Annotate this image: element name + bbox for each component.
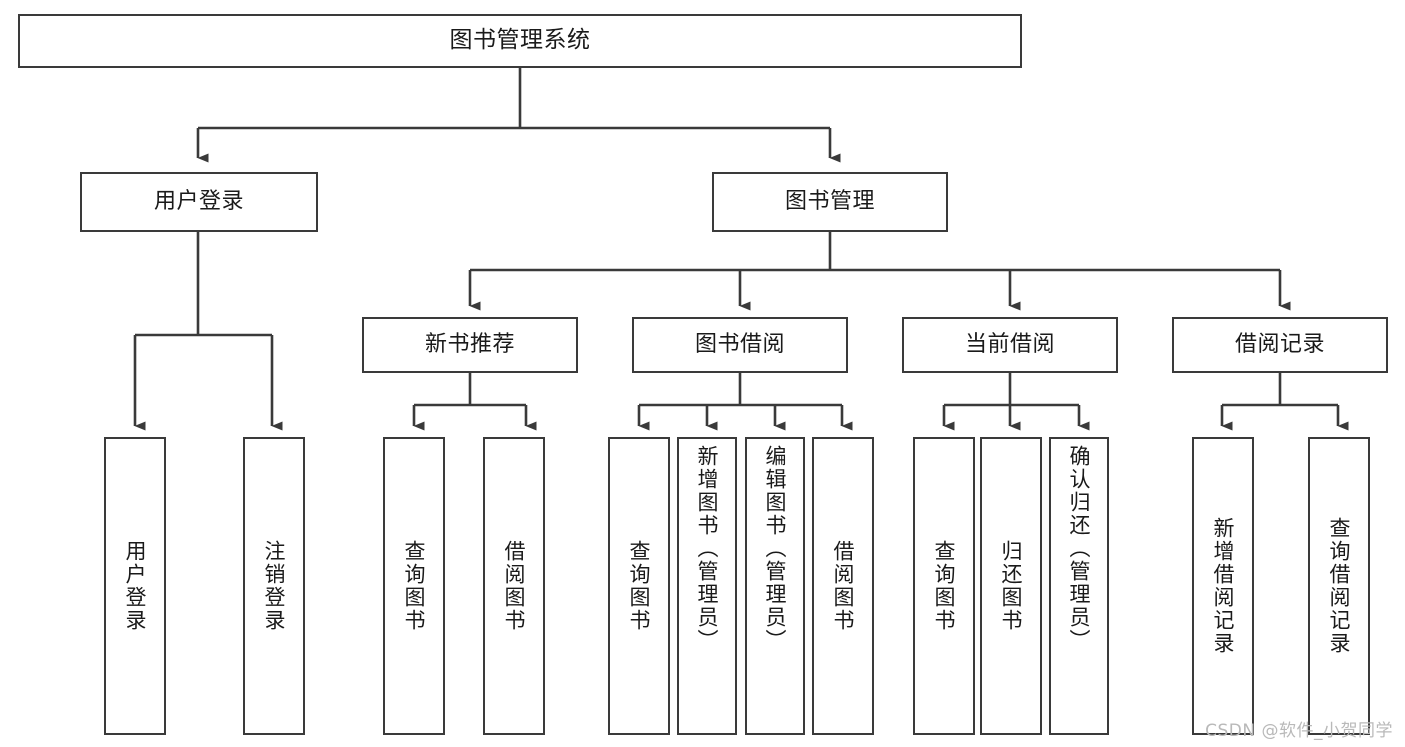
node-label: 借阅图书	[831, 540, 856, 632]
node-label: 图书借阅	[694, 332, 785, 358]
node-user-login[interactable]: 用户登录	[80, 172, 318, 232]
node-book-management[interactable]: 图书管理	[712, 172, 948, 232]
leaf-current-borrow-confirm-return-admin[interactable]: 确认归还（管理员）	[1049, 437, 1109, 735]
leaf-book-borrow-add-book-admin[interactable]: 新增图书（管理员）	[677, 437, 737, 735]
node-label: 查询借阅记录	[1327, 517, 1352, 655]
leaf-current-borrow-query-book[interactable]: 查询图书	[913, 437, 975, 735]
node-label: 当前借阅	[964, 332, 1055, 358]
leaf-book-borrow-edit-book-admin[interactable]: 编辑图书（管理员）	[745, 437, 805, 735]
leaf-borrow-record-add-record[interactable]: 新增借阅记录	[1192, 437, 1254, 735]
node-root-system[interactable]: 图书管理系统	[18, 14, 1022, 68]
leaf-book-borrow-query-book[interactable]: 查询图书	[608, 437, 670, 735]
node-label: 查询图书	[627, 540, 652, 632]
node-label: 新增图书（管理员）	[695, 445, 720, 652]
node-label: 编辑图书（管理员）	[763, 445, 788, 652]
node-label: 图书管理系统	[449, 27, 591, 54]
node-label: 查询图书	[402, 540, 427, 632]
node-label: 确认归还（管理员）	[1067, 445, 1092, 652]
node-current-borrow[interactable]: 当前借阅	[902, 317, 1118, 373]
leaf-user-login-logout[interactable]: 注销登录	[243, 437, 305, 735]
leaf-new-book-borrow-book[interactable]: 借阅图书	[483, 437, 545, 735]
node-label: 用户登录	[153, 189, 244, 215]
csdn-watermark: CSDN @软件_小贺同学	[1205, 721, 1393, 741]
node-label: 查询图书	[932, 540, 957, 632]
leaf-user-login-login[interactable]: 用户登录	[104, 437, 166, 735]
leaf-new-book-query-book[interactable]: 查询图书	[383, 437, 445, 735]
node-borrow-record[interactable]: 借阅记录	[1172, 317, 1388, 373]
node-label: 注销登录	[262, 540, 287, 632]
node-label: 归还图书	[999, 540, 1024, 632]
leaf-book-borrow-borrow-book[interactable]: 借阅图书	[812, 437, 874, 735]
leaf-borrow-record-query-record[interactable]: 查询借阅记录	[1308, 437, 1370, 735]
node-label: 借阅记录	[1234, 332, 1325, 358]
node-label: 新书推荐	[424, 332, 515, 358]
node-label: 图书管理	[784, 189, 875, 215]
node-book-borrow[interactable]: 图书借阅	[632, 317, 848, 373]
node-label: 借阅图书	[502, 540, 527, 632]
node-label: 新增借阅记录	[1211, 517, 1236, 655]
leaf-current-borrow-return-book[interactable]: 归还图书	[980, 437, 1042, 735]
node-label: 用户登录	[123, 540, 148, 632]
node-new-book-recommend[interactable]: 新书推荐	[362, 317, 578, 373]
